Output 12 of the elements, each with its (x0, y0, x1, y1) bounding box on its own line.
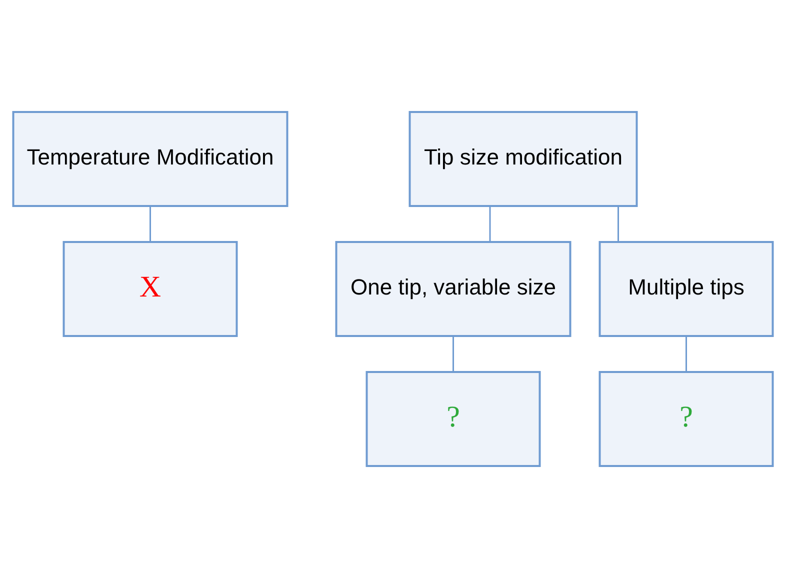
node-box: ? (365, 371, 540, 467)
node-box: One tip, variable size (334, 241, 571, 337)
node-box: X (62, 241, 238, 337)
connector (488, 206, 490, 242)
connector (149, 206, 150, 242)
node-box: Tip size modification (408, 111, 638, 207)
node-box: Multiple tips (598, 241, 774, 337)
connector (685, 336, 686, 372)
node-box: Temperature Modification (12, 111, 288, 207)
node-box: ? (598, 371, 774, 467)
connector (617, 206, 618, 242)
connector (452, 336, 454, 372)
